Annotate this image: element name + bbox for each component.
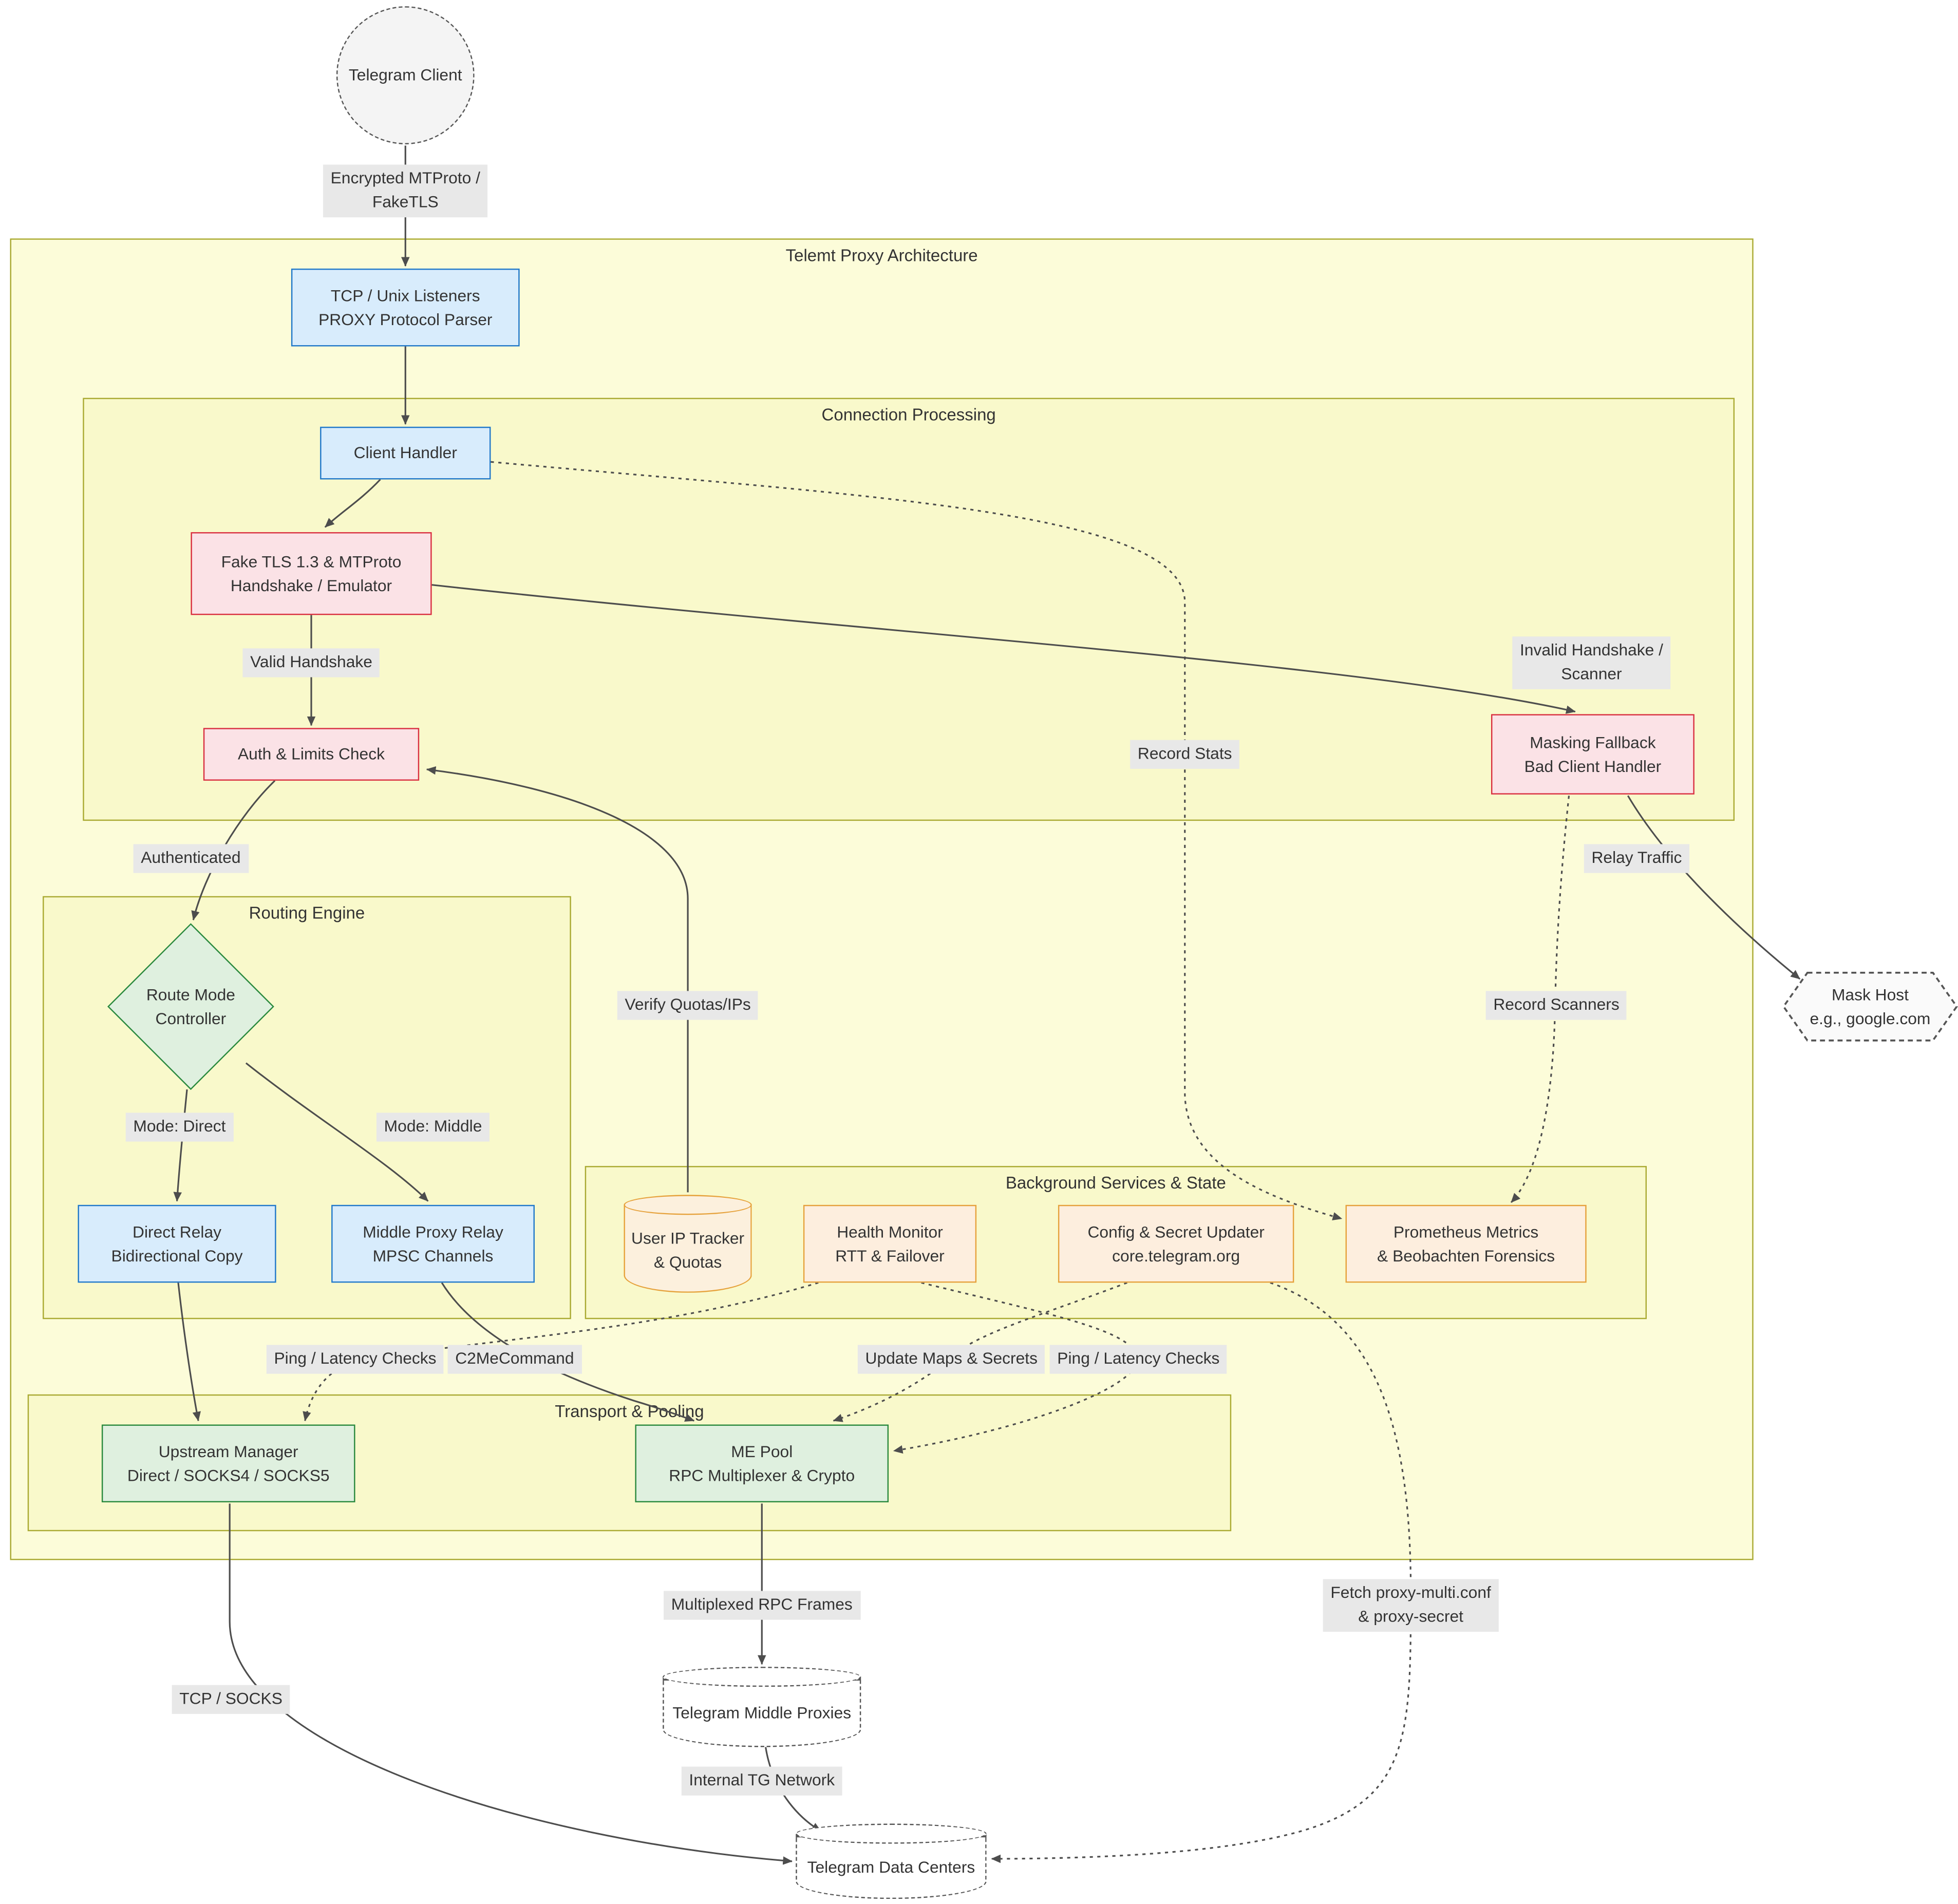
edge-label-record-stats: Record Stats [1130, 740, 1240, 769]
edge-middle-relay-to-me-pool [441, 1282, 695, 1422]
edge-label-encrypted-mtproto: Encrypted MTProto / FakeTLS [323, 164, 488, 217]
subgraph-connection-title: Connection Processing [821, 405, 996, 424]
edge-label-multiplexed-rpc: Multiplexed RPC Frames [664, 1591, 860, 1620]
edge-label-mode-middle: Mode: Middle [376, 1113, 490, 1142]
node-telegram-middle-proxies: Telegram Middle Proxies [663, 1667, 861, 1747]
cylinder-top [624, 1195, 752, 1215]
edge-label-ping-latency-mepool: Ping / Latency Checks [1049, 1345, 1228, 1374]
edge-label-mode-direct: Mode: Direct [125, 1113, 234, 1142]
node-upstream-manager: Upstream Manager Direct / SOCKS4 / SOCKS… [101, 1424, 355, 1502]
node-telegram-data-centers-label: Telegram Data Centers [807, 1858, 975, 1877]
edge-label-verify-quotas: Verify Quotas/IPs [617, 991, 759, 1020]
node-config-secret-updater: Config & Secret Updater core.telegram.or… [1058, 1204, 1294, 1283]
edge-label-fetch-conf: Fetch proxy-multi.conf & proxy-secret [1323, 1579, 1499, 1632]
edge-middle-proxies-to-data-centers [765, 1747, 821, 1832]
node-telegram-data-centers: Telegram Data Centers [796, 1823, 987, 1899]
node-user-ip-tracker-label: User IP Tracker & Quotas [631, 1228, 745, 1272]
edge-label-tcp-socks: TCP / SOCKS [172, 1685, 290, 1714]
edge-label-authenticated: Authenticated [133, 844, 249, 873]
edge-fake-tls-to-masking-fallback [431, 584, 1576, 714]
node-health-monitor: Health Monitor RTT & Failover [803, 1204, 977, 1283]
subgraph-transport-title: Transport & Pooling [555, 1402, 704, 1421]
edge-label-record-scanners: Record Scanners [1485, 991, 1627, 1020]
edge-route-mode-to-direct-relay [173, 1089, 188, 1202]
node-me-pool: ME Pool RPC Multiplexer & Crypto [635, 1424, 889, 1502]
node-auth-limits-check: Auth & Limits Check [203, 728, 420, 781]
node-direct-relay: Direct Relay Bidirectional Copy [78, 1204, 276, 1283]
node-middle-proxy-relay: Middle Proxy Relay MPSC Channels [331, 1204, 535, 1283]
edge-route-mode-to-middle-relay [245, 1062, 429, 1202]
node-route-mode-controller: Route Mode Controller [107, 923, 274, 1090]
edge-client-handler-to-fake-tls [324, 479, 381, 528]
node-telegram-client: Telegram Client [336, 6, 475, 145]
edge-label-update-maps: Update Maps & Secrets [857, 1345, 1045, 1374]
edge-label-relay-traffic: Relay Traffic [1584, 844, 1690, 873]
node-prometheus-metrics: Prometheus Metrics & Beobachten Forensic… [1345, 1204, 1587, 1283]
edge-client-handler-to-prometheus [491, 461, 1343, 1221]
edge-direct-relay-to-upstream [177, 1283, 201, 1422]
node-tcp-unix-listeners: TCP / Unix Listeners PROXY Protocol Pars… [291, 268, 520, 347]
cylinder-body [624, 1204, 752, 1293]
node-user-ip-tracker: User IP Tracker & Quotas [624, 1195, 752, 1293]
node-client-handler: Client Handler [320, 426, 491, 480]
node-mask-host-label: Mask Host e.g., google.com [1810, 985, 1931, 1028]
subgraph-main-title: Telemt Proxy Architecture [785, 246, 978, 265]
cylinder-body [663, 1676, 861, 1747]
subgraph-background-title: Background Services & State [1005, 1173, 1226, 1193]
node-mask-host: Mask Host e.g., google.com [1782, 971, 1958, 1042]
cylinder-top [663, 1667, 861, 1687]
node-masking-fallback: Masking Fallback Bad Client Handler [1491, 714, 1695, 795]
edge-label-invalid-handshake: Invalid Handshake / Scanner [1512, 636, 1671, 689]
cylinder-top [796, 1823, 987, 1844]
edge-label-valid-handshake: Valid Handshake [242, 648, 380, 677]
hexagon-shape [1782, 971, 1958, 1042]
edge-label-internal-tg: Internal TG Network [681, 1766, 842, 1796]
edge-health-to-upstream [303, 1281, 819, 1422]
edge-masking-to-mask-host [1627, 795, 1801, 980]
node-telegram-middle-proxies-label: Telegram Middle Proxies [672, 1703, 852, 1723]
edge-ip-tracker-to-auth [426, 766, 689, 1193]
subgraph-routing-title: Routing Engine [249, 903, 365, 923]
node-fake-tls-handshake: Fake TLS 1.3 & MTProto Handshake / Emula… [191, 532, 432, 615]
edge-upstream-to-data-centers [229, 1503, 793, 1865]
node-route-mode-label: Route Mode Controller [146, 985, 235, 1028]
edge-label-ping-latency-upstream: Ping / Latency Checks [266, 1345, 444, 1374]
edge-label-c2me-command: C2MeCommand [447, 1345, 582, 1374]
